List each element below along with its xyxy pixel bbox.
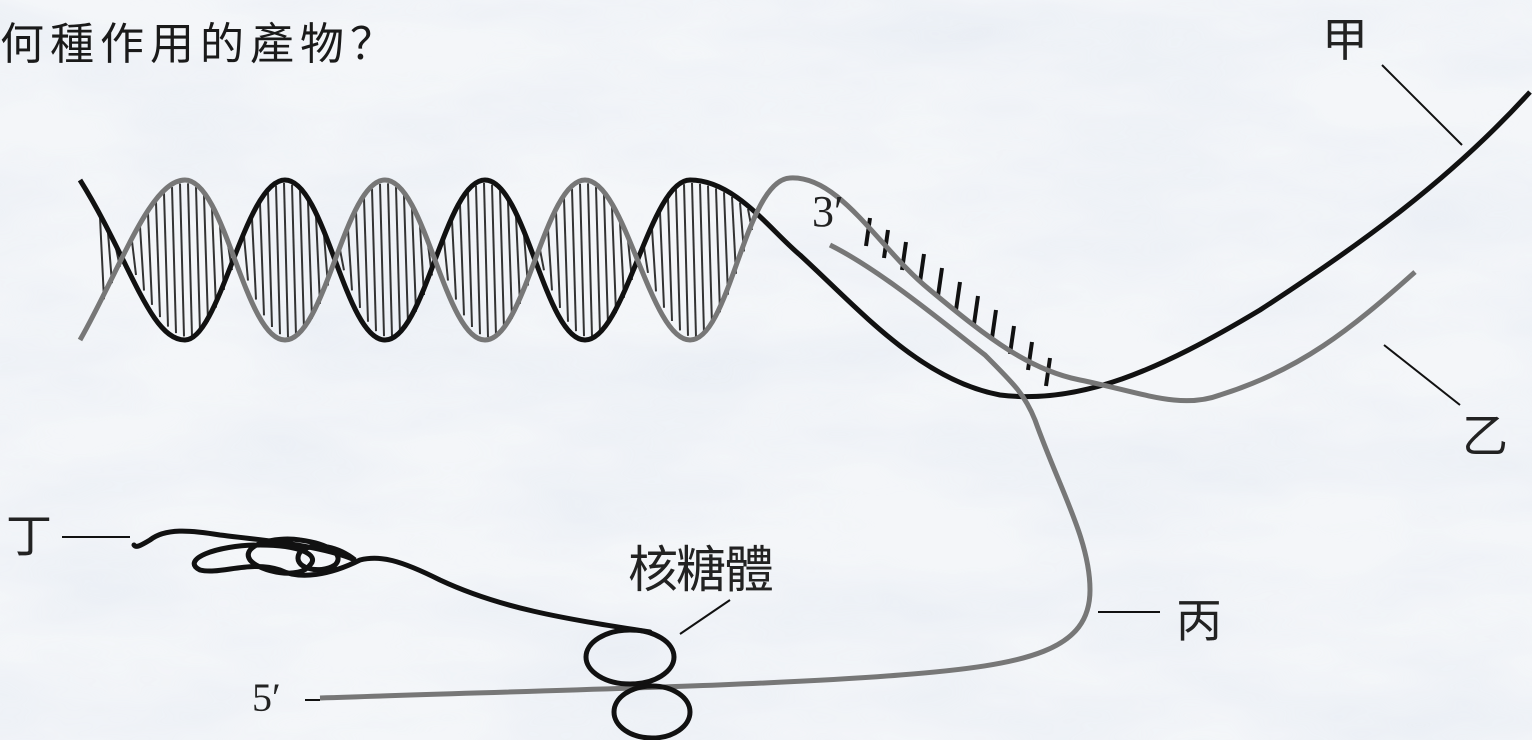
hybrid-base-pair <box>920 254 924 282</box>
label-jia: 甲 <box>1322 4 1368 70</box>
base-pair-rung <box>604 195 608 325</box>
base-pair-rung <box>596 187 600 333</box>
base-pair-rung <box>572 189 576 331</box>
base-pair-rung <box>172 187 176 333</box>
base-pair-rung <box>580 184 584 336</box>
base-pair-rung <box>100 218 104 300</box>
base-pair-rung <box>644 247 648 273</box>
question-text: 何種作用的產物？ <box>0 8 400 72</box>
base-pair-rung <box>308 201 312 318</box>
base-pair-rung <box>724 192 728 294</box>
base-pair-rung <box>300 191 304 330</box>
base-pair-rung <box>268 193 272 327</box>
base-pair-rung <box>132 241 136 275</box>
base-pair-rung <box>444 239 448 280</box>
base-pair-rung <box>452 220 456 299</box>
base-pair-rung <box>468 193 472 327</box>
base-pair-rung <box>156 202 160 317</box>
base-pair-rung <box>316 216 320 304</box>
leader-line-ribosome <box>680 600 730 634</box>
label-ribosome: 核糖體 <box>628 530 772 602</box>
base-pair-rung <box>276 186 280 335</box>
base-pair-rung <box>356 212 360 308</box>
hybrid-base-pair <box>938 268 942 296</box>
base-pair-rung <box>412 208 416 312</box>
base-pair-rung <box>380 184 384 336</box>
base-pair-rung <box>140 227 144 291</box>
base-pair-rung <box>164 193 168 326</box>
base-pair-rung <box>716 188 720 312</box>
base-pair-rung <box>620 222 624 298</box>
base-pair-rung <box>196 187 200 332</box>
base-pair-rung <box>252 218 256 299</box>
base-pair-rung <box>204 195 208 321</box>
base-pair-rung <box>500 191 504 330</box>
base-pair-rung <box>516 216 520 304</box>
base-pair-rung <box>676 190 680 331</box>
base-pair-rung <box>660 212 664 308</box>
base-pair-rung <box>260 204 264 316</box>
label-yi: 乙 <box>1462 400 1508 466</box>
base-pair-rung <box>460 205 464 316</box>
leader-line-yi <box>1384 345 1460 405</box>
base-pair-rung <box>364 198 368 321</box>
base-pair-rung <box>348 230 352 291</box>
base-pair-rung <box>556 212 560 308</box>
base-pair-rung <box>180 184 184 337</box>
polypeptide-chain <box>134 531 650 632</box>
ribosome-large-subunit <box>586 630 674 684</box>
base-pair-rung <box>340 250 344 271</box>
base-pair-rung <box>588 183 592 336</box>
base-pair-rung <box>668 199 672 321</box>
base-pair-rung <box>284 183 288 337</box>
ribosome-small-subunit <box>614 686 690 738</box>
base-pair-rung <box>684 184 688 336</box>
base-pair-rung <box>548 230 552 291</box>
base-pair-rung <box>708 186 712 326</box>
base-pair-rung <box>292 185 296 336</box>
label-ding: 丁 <box>6 500 52 566</box>
base-pair-rung <box>692 183 696 337</box>
label-bing: 丙 <box>1176 585 1222 651</box>
base-pair-rung <box>492 185 496 336</box>
base-pair-rung <box>700 184 704 334</box>
hybrid-base-pair <box>1028 342 1032 370</box>
leader-line-jia <box>1382 65 1462 145</box>
label-five-prime: 5′ <box>252 674 281 721</box>
base-pair-rung <box>612 207 616 313</box>
base-pair-rung <box>404 195 408 324</box>
base-pair-rung <box>540 250 544 271</box>
base-pair-rung <box>484 183 488 337</box>
base-pair-rung <box>372 189 376 331</box>
label-three-prime: 3′ <box>812 186 844 237</box>
hybrid-base-pair <box>992 310 996 338</box>
base-pair-rung <box>652 229 656 292</box>
base-pair-rung <box>188 183 192 336</box>
base-pair-rung <box>396 187 400 333</box>
base-pair-rung <box>476 186 480 334</box>
base-pair-rung <box>508 201 512 318</box>
base-pair-rung <box>244 236 248 281</box>
hybrid-base-pair <box>974 296 978 324</box>
base-pair-rung <box>148 214 152 305</box>
base-pair-rung <box>212 208 216 307</box>
base-pair-rung <box>388 183 392 336</box>
hybrid-base-pair <box>956 282 960 310</box>
base-pair-rung <box>564 198 568 321</box>
